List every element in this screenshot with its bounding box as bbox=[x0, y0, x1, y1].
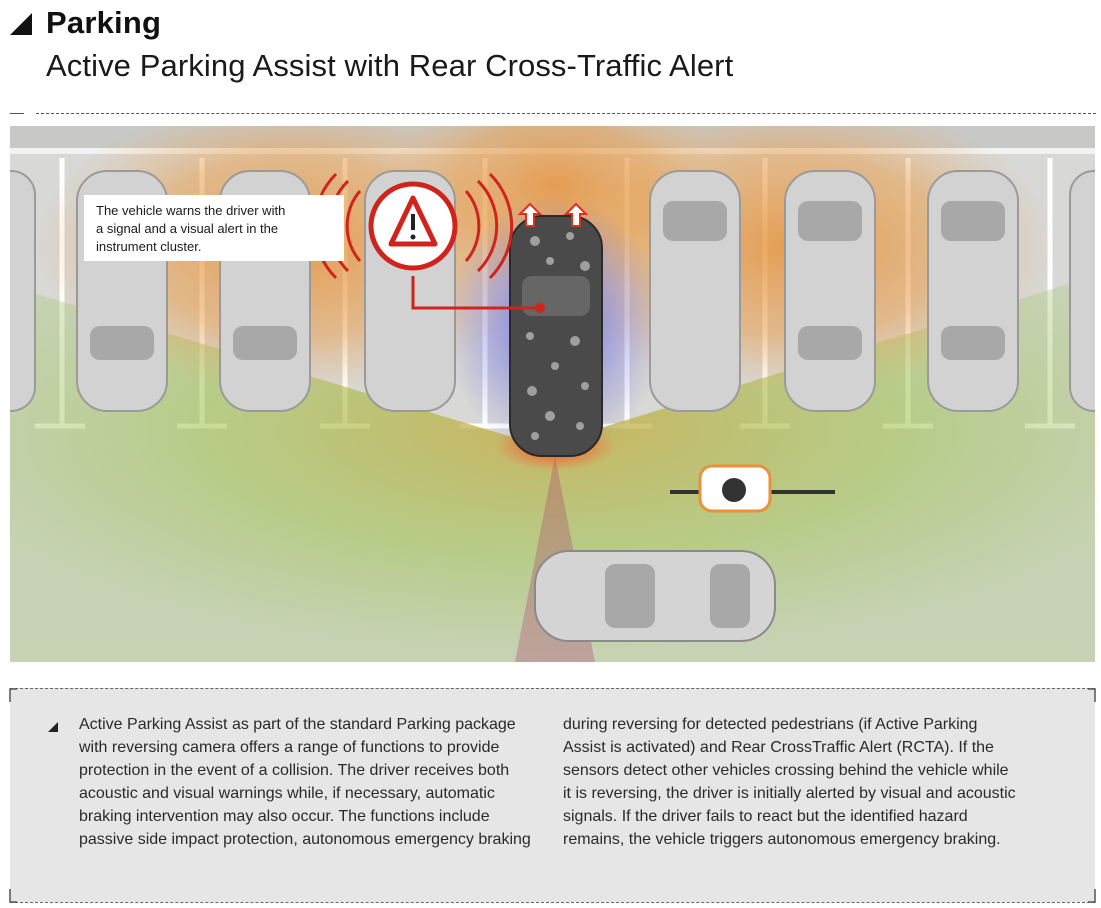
signal-waves-icon bbox=[312, 172, 514, 280]
parked-car-1 bbox=[10, 170, 36, 412]
arrow-up-icon-right bbox=[563, 202, 589, 227]
description-line: it is reversing, the driver is initially… bbox=[563, 785, 1016, 802]
description-line: braking intervention may also occur. The… bbox=[79, 808, 490, 825]
camouflage-pattern bbox=[526, 232, 590, 440]
description-line: acoustic and visual warnings while, if n… bbox=[79, 785, 495, 802]
header: Parking Active Parking Assist with Rear … bbox=[10, 4, 1090, 84]
callout-line: a signal and a visual alert in the bbox=[96, 221, 279, 236]
description-line: Assist is activated) and Rear CrossTraff… bbox=[563, 739, 994, 756]
description-line: during reversing for detected pedestrian… bbox=[563, 716, 978, 733]
alert-connector bbox=[411, 276, 540, 310]
description-border-top bbox=[10, 688, 1095, 689]
title-row: Parking bbox=[10, 4, 1090, 42]
description-line: with reversing camera offers a range of … bbox=[79, 739, 500, 756]
page-subtitle: Active Parking Assist with Rear Cross-Tr… bbox=[46, 48, 734, 83]
direction-arrows bbox=[517, 202, 589, 227]
description-border-bottom bbox=[10, 902, 1095, 903]
description-right-column: during reversing for detected pedestrian… bbox=[563, 713, 1063, 851]
reversing-car-roof bbox=[522, 276, 590, 316]
description-line: signals. If the driver fails to react bu… bbox=[563, 808, 968, 825]
warning-triangle-icon bbox=[388, 195, 438, 247]
description-line: Active Parking Assist as part of the sta… bbox=[79, 716, 516, 733]
description-line: remains, the vehicle triggers autonomous… bbox=[563, 831, 1001, 848]
arrow-up-icon-left bbox=[517, 202, 543, 227]
callout-line: instrument cluster. bbox=[96, 239, 202, 254]
page-title: Parking bbox=[46, 5, 162, 40]
alert-callout: The vehicle warns the driver with a sign… bbox=[84, 195, 344, 261]
corner-mark-tr bbox=[1088, 688, 1096, 702]
corner-mark-tl bbox=[9, 688, 17, 702]
cyclist bbox=[670, 464, 835, 513]
reversing-car bbox=[509, 215, 603, 457]
description-left-column: Active Parking Assist as part of the sta… bbox=[79, 713, 549, 851]
description-bullet-icon bbox=[48, 722, 58, 732]
corner-mark-br bbox=[1088, 889, 1096, 903]
description-line: passive side impact protection, autonomo… bbox=[79, 831, 531, 848]
divider-top-left bbox=[10, 113, 24, 114]
description-panel bbox=[10, 688, 1095, 902]
divider-top bbox=[36, 113, 1096, 114]
description-line: sensors detect other vehicles crossing b… bbox=[563, 762, 1009, 779]
crossing-car bbox=[534, 550, 776, 642]
callout-line: The vehicle warns the driver with bbox=[96, 203, 286, 218]
corner-mark-bl bbox=[9, 889, 17, 903]
description-line: protection in the event of a collision. … bbox=[79, 762, 510, 779]
alert-connector-dot bbox=[535, 303, 545, 313]
parked-car-8 bbox=[1069, 170, 1095, 412]
title-bullet-icon bbox=[10, 13, 32, 35]
